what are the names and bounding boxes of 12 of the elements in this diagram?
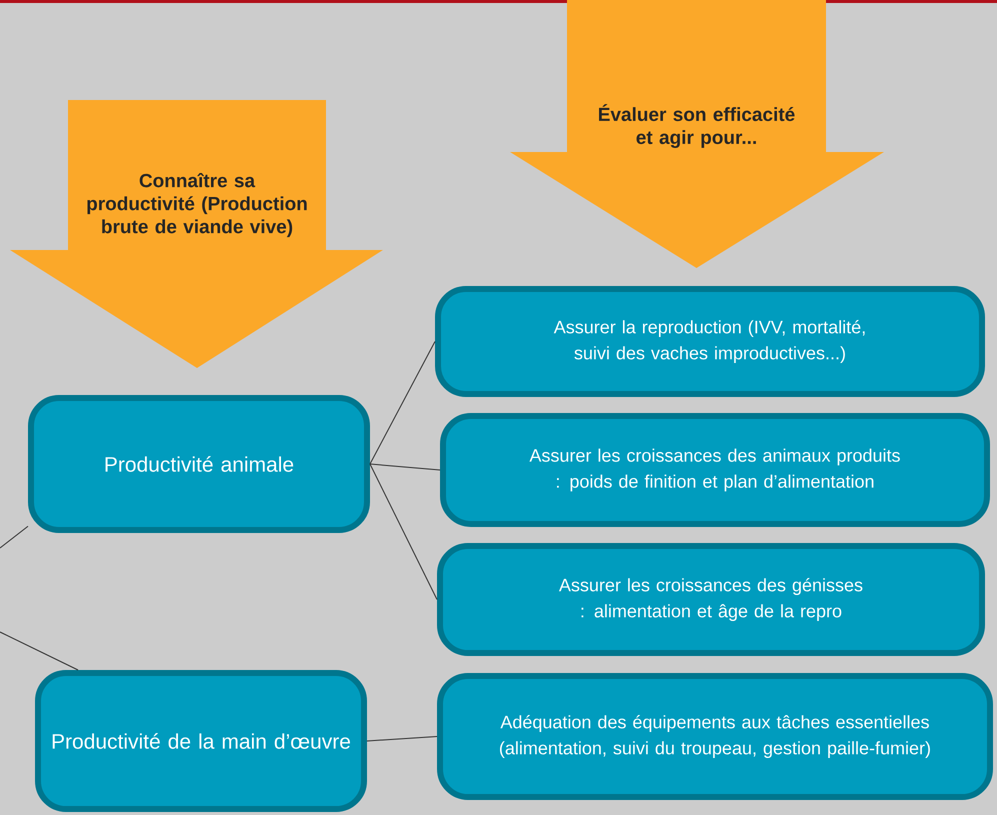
rounded-box: Assurer la reproduction (IVV, mortalité, suivi des vaches improductives...) [435, 286, 985, 397]
rounded-box: Adéquation des équipements aux tâches essentielles (alimentation, suivi du troupeau, gestion paille-fumier) [437, 673, 993, 800]
connector-line [0, 526, 28, 548]
connector-line [0, 632, 79, 670]
rounded-box: Assurer les croissances des animaux produits : poids de finition et plan d’alimentation [440, 413, 990, 527]
connector-line [370, 464, 438, 600]
connector-line [366, 736, 438, 742]
rounded-box: Assurer les croissances des génisses : alimentation et âge de la repro [437, 543, 985, 656]
rounded-box: Productivité animale [28, 395, 370, 533]
rounded-box: Productivité de la main d’œuvre [35, 670, 367, 812]
connector-line [370, 464, 440, 470]
connector-line [370, 341, 436, 464]
